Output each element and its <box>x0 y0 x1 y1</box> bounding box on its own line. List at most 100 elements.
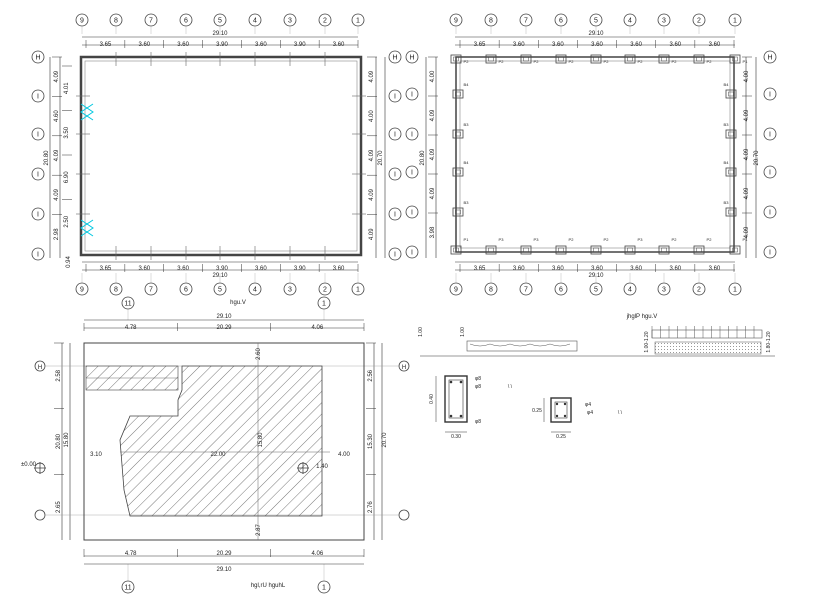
plan-a-left-grid-label: I <box>37 212 39 219</box>
floor-left-dim: 20.80 <box>56 433 62 449</box>
column-tag: P2 <box>604 59 610 64</box>
plan-a-bottom-dim: 3.65 <box>100 266 112 272</box>
plan-b-top-grid-label: 8 <box>489 18 493 25</box>
floor-top-grid-label: 11 <box>124 301 131 308</box>
plan-a-left-inner-dim: 6.90 <box>64 171 70 183</box>
column <box>452 207 464 217</box>
plan-a-left-grid-bubble <box>31 127 45 141</box>
column-tag: B4 <box>464 82 470 87</box>
plan-a-left-grid-bubble <box>31 50 45 64</box>
floor-bottom-grid-label: 1 <box>322 585 326 592</box>
floor-right-dim: 2.56 <box>368 369 374 381</box>
plan-a-right-grid-bubble <box>388 167 402 181</box>
plan-a-top-grid-label: 1 <box>356 18 360 25</box>
column-tag: P2 <box>672 237 678 242</box>
column-tag: P2 <box>569 59 575 64</box>
plan-a-title: hgu.V <box>230 300 246 306</box>
plan-b-left-grid-bubble <box>405 87 419 101</box>
plan-a-right-total: 20.70 <box>378 150 384 166</box>
plan-b-left-grid-label: H <box>409 55 414 62</box>
column <box>693 245 705 255</box>
plan-b-left-grid-label: I <box>411 92 413 99</box>
plan-a-right-dim: 4.09 <box>369 188 375 200</box>
plan-b-left-grid-bubble <box>405 127 419 141</box>
plan-a-top-grid-label: 4 <box>253 18 257 25</box>
plan-a-right-grid-label: I <box>394 94 396 101</box>
plan-a-top-grid-label: 3 <box>288 18 292 25</box>
column-tag: B3 <box>724 122 730 127</box>
col1-note: φ8 <box>475 384 481 390</box>
plan-a-top-grid-label: 6 <box>184 18 188 25</box>
column <box>452 167 464 177</box>
floor-right-total: 20.70 <box>382 432 388 448</box>
column <box>452 89 464 99</box>
plan-b-right-dim: 4.09 <box>744 187 750 199</box>
plan-a-left-dim: 2.98 <box>54 228 60 240</box>
plan-a-left-grid-bubble <box>31 247 45 261</box>
floor-right-grid-label: H <box>402 365 406 371</box>
plan-a-bottom-grid-label: 3 <box>288 287 292 294</box>
plan-b-right-dims: 4.004.094.094.094.09 <box>742 56 752 238</box>
plan-a-top-dim: 3.60 <box>177 42 189 48</box>
column-tag: P2 <box>464 59 470 64</box>
column <box>658 54 670 64</box>
plan-a-right-grid-label: I <box>394 252 396 259</box>
plan-a-left-grid-bubble <box>31 167 45 181</box>
plan-b-bottom-grid-label: 3 <box>662 287 666 294</box>
plan-a-right-grid-label: I <box>394 132 396 139</box>
plan-b-top-dim: 3.60 <box>591 42 603 48</box>
floor-top-dim: 20.29 <box>216 325 232 331</box>
plan-b-left-grid-bubble <box>405 205 419 219</box>
plan-b-bottom-grid-label: 7 <box>524 287 528 294</box>
plan-b-right-grid-label: I <box>769 92 771 99</box>
plan-a-bottom-dim: 3.60 <box>138 266 150 272</box>
plan-b-left-dim: 4.00 <box>430 70 436 82</box>
column <box>725 89 737 99</box>
plan-b-top-grid-label: 6 <box>559 18 563 25</box>
plan-a-bottom-dim: 3.60 <box>333 266 345 272</box>
plan-a-right-grid-bubble <box>388 89 402 103</box>
plan-a-left-dim: 4.09 <box>54 149 60 161</box>
plan-b-top-dim: 3.60 <box>630 42 642 48</box>
plan-a-bottom-grid-label: 9 <box>80 287 84 294</box>
plan-a-bottom-grid-label: 7 <box>149 287 153 294</box>
column-section-1 <box>435 375 468 433</box>
floor-top-total: 29.10 <box>216 314 232 320</box>
plan-a-right-grid-label: I <box>394 172 396 179</box>
col1-note: φ8 <box>475 376 481 382</box>
plan-a-top-dim: 3.90 <box>216 42 228 48</box>
elevation-title: jhglP hgu.V <box>626 314 658 320</box>
floor-interior-label: 3.10 <box>90 452 102 458</box>
plan-a-top-dim: 3.60 <box>138 42 150 48</box>
plan-b-top-grid-label: 3 <box>662 18 666 25</box>
plan-b-top-dim: 3.60 <box>552 42 564 48</box>
column-tag: P3 <box>499 237 505 242</box>
plan-a-top-grid-label: 5 <box>218 18 222 25</box>
plan-a-bottom-dim: 3.60 <box>177 266 189 272</box>
plan-b-bottom-grid-label: 6 <box>559 287 563 294</box>
plan-a-right-dim: 4.00 <box>369 110 375 122</box>
plan-b-top-grid-label: 4 <box>628 18 632 25</box>
plan-b-top-grid-label: 2 <box>697 18 701 25</box>
plan-a-right-grid-label: H <box>392 55 397 62</box>
plan-a-left-grid-label: I <box>37 94 39 101</box>
column-tag: B4 <box>724 160 730 165</box>
plan-b-right-grid-label: I <box>769 250 771 257</box>
floor-right-dim: 2.76 <box>368 501 374 513</box>
plan-a-left-grid-label: I <box>37 132 39 139</box>
plan-a-bottom-dim: 3.90 <box>294 266 306 272</box>
column <box>729 54 741 64</box>
column-tag: P1 <box>743 237 749 242</box>
floor-bottom-grid-label: 11 <box>124 585 131 592</box>
plan-b-right-total: 20.70 <box>754 150 760 166</box>
plan-b-left-grid-label: I <box>411 132 413 139</box>
plan-b-bottom-dim: 3.60 <box>552 266 564 272</box>
floor-top-grid-label: 1 <box>322 301 326 308</box>
